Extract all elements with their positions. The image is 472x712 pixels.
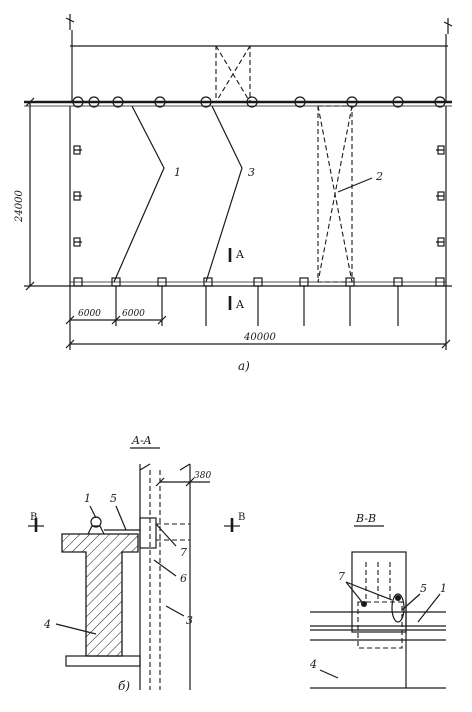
leader-3 — [205, 105, 243, 283]
callout-aa-1: 1 — [84, 492, 91, 505]
dim-height-label: 24000 — [14, 190, 25, 223]
upper-bracing-panel — [215, 45, 251, 103]
corbel-base — [65, 655, 141, 667]
section-mark-a-top: A — [235, 248, 245, 261]
callout-bb-4: 4 — [309, 658, 317, 671]
callout-3: 3 — [248, 166, 255, 179]
anchor-bracket — [139, 517, 157, 549]
plan-view: 1 3 2 A A 24000 6 — [14, 14, 453, 373]
leader-aa-3 — [165, 605, 185, 617]
callout-aa-3: 3 — [186, 614, 193, 627]
callout-aa-6: 6 — [180, 572, 187, 585]
crane-beam-section — [61, 533, 139, 657]
dim-bays: 6000 6000 40000 — [65, 286, 451, 350]
leader-bb-7b — [345, 581, 393, 601]
bb-anchor — [361, 601, 367, 607]
leader-aa-4 — [55, 623, 97, 635]
bb-bracket — [357, 601, 403, 649]
rail-base — [87, 525, 105, 535]
bb-column — [351, 551, 407, 633]
dim-380-tick — [155, 477, 165, 487]
callout-aa-5: 5 — [110, 492, 117, 505]
main-bracing-panel — [317, 105, 353, 283]
callout-1: 1 — [174, 166, 181, 179]
section-bb-view: B-B 7 5 1 4 — [309, 512, 447, 689]
leader-aa-5 — [115, 505, 127, 531]
column-break-mark — [139, 463, 191, 471]
section-mark-a-bottom: A — [235, 298, 245, 311]
leader-bb-4 — [319, 669, 339, 679]
leader-1 — [113, 105, 165, 283]
leader-bb-7a — [345, 581, 363, 603]
dim-total-label: 40000 — [243, 332, 276, 343]
dim-bay-1-label: 6000 — [78, 309, 101, 319]
dim-380-label: 380 — [194, 471, 211, 481]
dim-height: 24000 — [14, 97, 35, 291]
caption-a: a) — [238, 359, 250, 373]
section-b-label-right: B — [238, 512, 245, 523]
callout-2: 2 — [375, 170, 383, 183]
section-bb-title: B-B — [355, 512, 376, 525]
leader-aa-1 — [89, 505, 97, 519]
section-b-label-left: B — [30, 512, 37, 523]
callout-bb-5: 5 — [420, 582, 427, 595]
section-aa-view: A-A 380 B B — [28, 434, 245, 693]
leader-bb-5 — [401, 593, 421, 611]
leader-aa-6 — [153, 559, 177, 577]
leader-2 — [337, 177, 373, 193]
callout-aa-4: 4 — [43, 618, 51, 631]
dim-bay-2-label: 6000 — [122, 309, 145, 319]
break-mark — [65, 14, 75, 30]
break-mark — [443, 18, 453, 34]
leader-aa-7 — [155, 523, 177, 547]
leader-bb-1 — [417, 593, 441, 623]
caption-b: б) — [118, 679, 130, 693]
callout-aa-7: 7 — [180, 546, 187, 559]
dim-380-tick — [185, 477, 195, 487]
side-wall-markers — [73, 145, 445, 247]
section-aa-title: A-A — [131, 434, 152, 447]
bb-rail-head — [395, 595, 401, 601]
callout-bb-7: 7 — [338, 570, 345, 583]
callout-bb-1: 1 — [440, 582, 447, 595]
top-column-row — [72, 96, 446, 108]
